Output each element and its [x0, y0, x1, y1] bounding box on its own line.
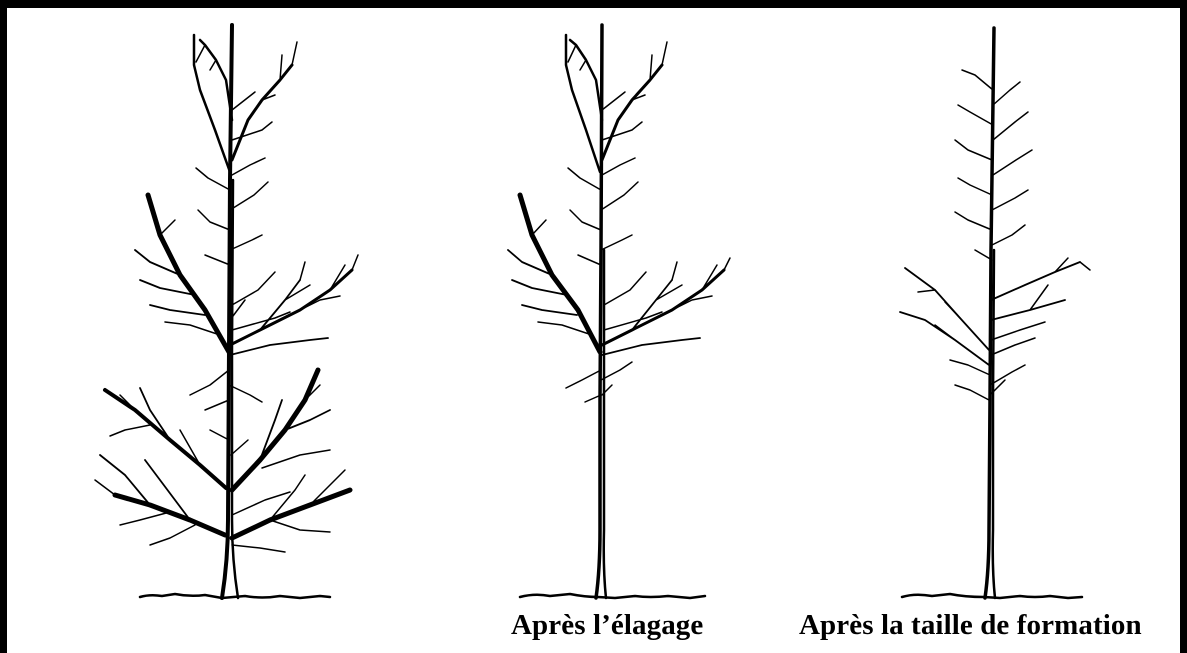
- caption-after-training: Après la taille de formation: [799, 611, 1142, 640]
- tree-after-training: [900, 28, 1090, 598]
- tree-after-pruning: [508, 25, 730, 598]
- ground-line: [520, 594, 705, 598]
- tree-before-pruning: [95, 25, 358, 598]
- ground-line: [140, 594, 330, 598]
- caption-after-pruning: Après l’élagage: [511, 611, 703, 640]
- ground-line: [902, 594, 1082, 598]
